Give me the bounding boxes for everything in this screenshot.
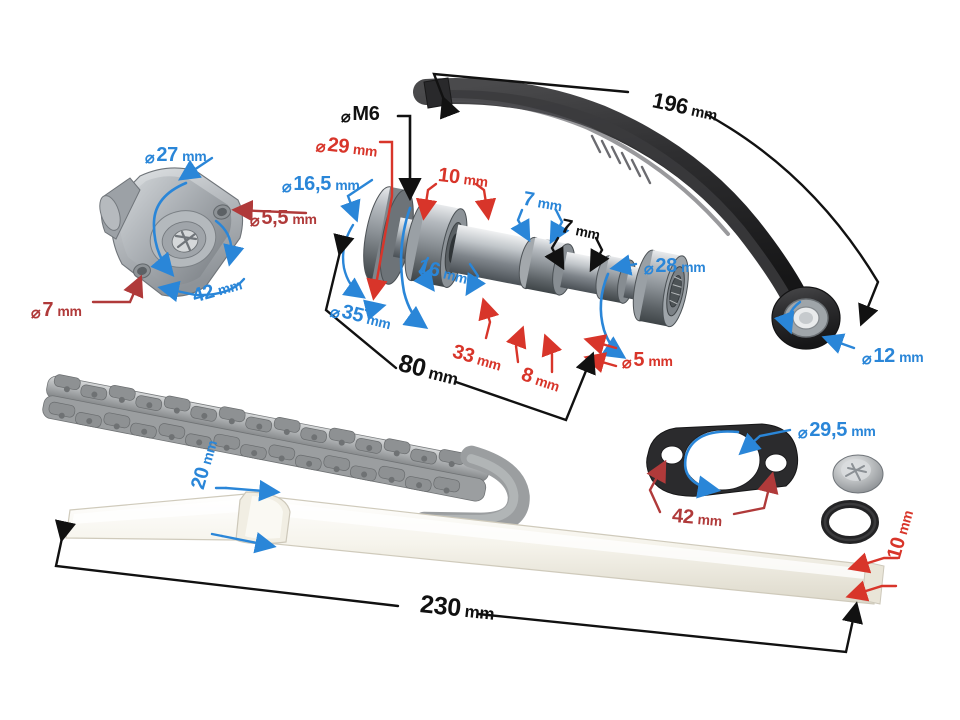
diameter-icon: ⌀: [862, 351, 872, 368]
part-timing-chain: [42, 374, 530, 535]
diameter-icon: ⌀: [622, 355, 632, 372]
diameter-icon: ⌀: [644, 261, 654, 278]
diameter-icon: ⌀: [250, 213, 260, 230]
part-dome-washer: [832, 454, 884, 494]
label-guide-rail-pivot-dia: ⌀12 mm: [862, 345, 924, 368]
label-tensioner-outer-dia: ⌀27 mm: [145, 144, 207, 167]
label-tensioner-bolt-hole-dia: ⌀5,5 mm: [250, 207, 317, 230]
label-camshaft-hub-dia: ⌀16,5 mm: [282, 173, 360, 196]
label-gasket-bore-dia: ⌀29,5 mm: [798, 419, 876, 442]
part-chain-tensioner: [99, 167, 244, 297]
label-tensioner-hole-dia: ⌀7 mm: [31, 299, 82, 322]
diameter-icon: ⌀: [314, 138, 327, 157]
diameter-icon: ⌀: [31, 305, 41, 322]
diameter-icon: ⌀: [798, 425, 808, 442]
label-camshaft-end-bearing-width: ⌀5 mm: [622, 349, 673, 372]
label-camshaft-thread-m6: ⌀M6: [341, 103, 380, 126]
label-camshaft-end-bearing-dia: ⌀28 mm: [644, 255, 706, 278]
diameter-icon: ⌀: [341, 109, 351, 126]
diameter-icon: ⌀: [282, 179, 292, 196]
label-gasket-bolt-spacing: 42 mm: [671, 504, 723, 530]
part-o-ring: [821, 500, 879, 544]
diameter-icon: ⌀: [145, 150, 155, 167]
